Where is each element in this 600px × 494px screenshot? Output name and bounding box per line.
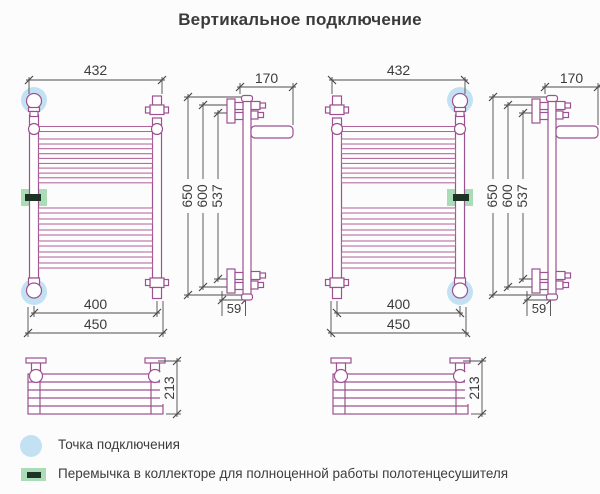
dim-height-brackets-right: 537 [514, 184, 530, 208]
legend-item-jumper: Перемычка в коллекторе для полноценной р… [20, 463, 580, 486]
technical-drawing: 432 400 450 170 650 600 537 59 213 432 4… [20, 62, 600, 419]
dim-height-brackets-left: 537 [209, 184, 225, 208]
dim-depth-left: 170 [255, 70, 279, 86]
dim-depth-right: 170 [560, 70, 584, 86]
legend: Точка подключения Перемычка в коллекторе… [20, 434, 580, 492]
jumper-icon [21, 468, 46, 481]
connection-point-icon [20, 434, 42, 457]
dim-width-overall-right: 450 [387, 316, 411, 332]
dim-wall-offset-left: 59 [227, 301, 241, 316]
dim-height-overall-left: 650 [179, 184, 195, 208]
dim-width-axes-right: 400 [387, 296, 411, 312]
dim-height-connections-left: 600 [194, 184, 210, 208]
dim-width-axes-left: 400 [84, 296, 108, 312]
legend-label: Перемычка в коллекторе для полноценной р… [58, 466, 509, 482]
dim-plan-depth-left: 213 [161, 376, 177, 400]
page-title: Вертикальное подключение [178, 10, 422, 29]
dim-wall-offset-right: 59 [532, 301, 546, 316]
legend-item-connection-point: Точка подключения [20, 434, 580, 457]
dim-height-overall-right: 650 [484, 184, 500, 208]
plan-view-left [25, 356, 182, 419]
dim-plan-depth-right: 213 [466, 376, 482, 400]
dim-width-top-right: 432 [387, 62, 411, 78]
plan-view-right [330, 356, 487, 419]
dim-width-overall-left: 450 [84, 316, 108, 332]
dim-width-top-left: 432 [84, 62, 108, 78]
dim-height-connections-right: 600 [499, 184, 515, 208]
legend-label: Точка подключения [58, 437, 180, 453]
